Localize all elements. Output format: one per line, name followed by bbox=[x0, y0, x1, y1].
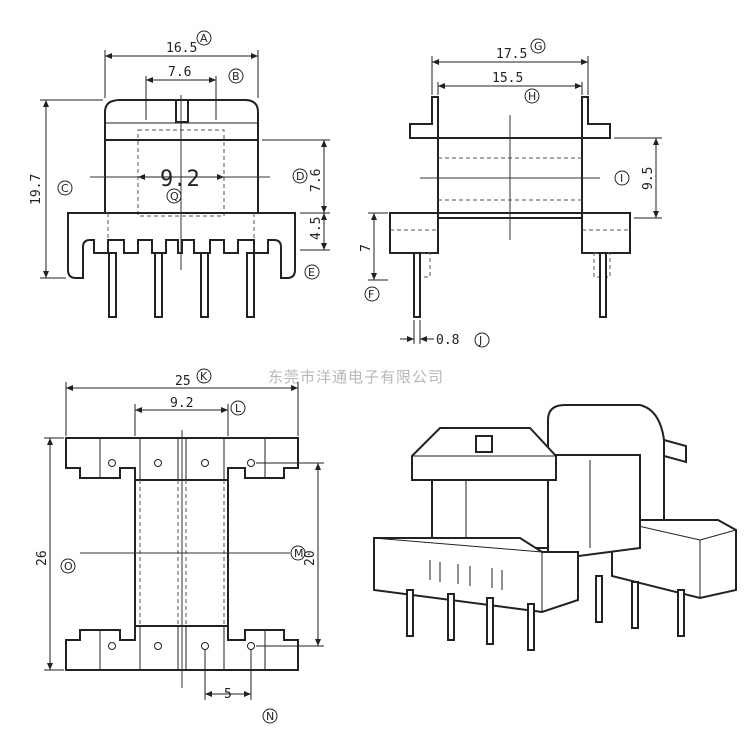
dim-o-value: 26 bbox=[35, 550, 50, 566]
dim-i-value: 9.5 bbox=[641, 167, 656, 190]
svg-text:D: D bbox=[296, 170, 304, 183]
callout-b: B bbox=[228, 68, 244, 84]
callout-f: F bbox=[364, 286, 380, 302]
dim-h-value: 15.5 bbox=[492, 71, 523, 86]
callout-l: L bbox=[230, 400, 246, 416]
dim-q-value: 9.2 bbox=[160, 167, 200, 192]
svg-text:F: F bbox=[368, 288, 374, 301]
dim-e-value: 4.5 bbox=[309, 217, 324, 240]
callout-o: O bbox=[60, 558, 76, 574]
dim-k-value: 25 bbox=[175, 374, 191, 389]
svg-text:G: G bbox=[534, 40, 543, 53]
dim-m-value: 20 bbox=[303, 550, 318, 566]
dim-g-value: 17.5 bbox=[496, 47, 527, 62]
dim-d-value: 7.6 bbox=[309, 169, 324, 192]
callout-k: K bbox=[196, 368, 212, 384]
svg-text:L: L bbox=[235, 402, 242, 415]
svg-text:B: B bbox=[232, 70, 240, 83]
callout-g: G bbox=[530, 38, 546, 54]
dim-f-value: 7 bbox=[359, 244, 374, 252]
front-view bbox=[67, 95, 296, 318]
company-watermark: 东莞市洋通电子有限公司 bbox=[268, 368, 444, 386]
svg-text:K: K bbox=[200, 370, 208, 383]
svg-text:H: H bbox=[528, 90, 536, 103]
svg-text:Q: Q bbox=[170, 190, 179, 203]
dim-n-value: 5 bbox=[224, 687, 232, 702]
top-view bbox=[65, 430, 299, 688]
dim-j-value: 0.8 bbox=[436, 333, 459, 348]
svg-text:J: J bbox=[478, 334, 482, 347]
callout-h: H bbox=[524, 88, 540, 104]
dim-a-value: 16.5 bbox=[166, 41, 197, 56]
svg-text:N: N bbox=[266, 710, 274, 723]
isometric-view bbox=[373, 404, 737, 651]
dim-c-value: 19.7 bbox=[29, 174, 44, 205]
callout-a: A bbox=[196, 30, 212, 46]
callout-j: J bbox=[474, 332, 490, 348]
side-view bbox=[389, 96, 631, 318]
svg-text:I: I bbox=[620, 172, 623, 185]
callout-m: M bbox=[290, 545, 306, 561]
svg-text:A: A bbox=[200, 32, 208, 45]
side-view-dimensions: 17.5 15.5 9.5 7 0.8 G H I F J bbox=[359, 38, 662, 348]
svg-text:E: E bbox=[308, 266, 315, 279]
callout-q: Q bbox=[166, 188, 182, 204]
svg-text:M: M bbox=[294, 547, 304, 560]
callout-e: E bbox=[304, 264, 320, 280]
callout-i: I bbox=[614, 170, 630, 186]
front-view-dimensions: 16.5 7.6 19.7 7.6 4.5 9.2 A B C D E Q bbox=[29, 30, 330, 280]
callout-c: C bbox=[57, 180, 73, 196]
dim-b-value: 7.6 bbox=[168, 65, 191, 80]
top-view-dimensions: 25 9.2 26 20 5 K L O M N bbox=[35, 368, 324, 724]
svg-text:O: O bbox=[64, 560, 73, 573]
dim-l-value: 9.2 bbox=[170, 396, 193, 411]
callout-n: N bbox=[262, 708, 278, 724]
svg-text:C: C bbox=[61, 182, 69, 195]
callout-d: D bbox=[292, 168, 308, 184]
